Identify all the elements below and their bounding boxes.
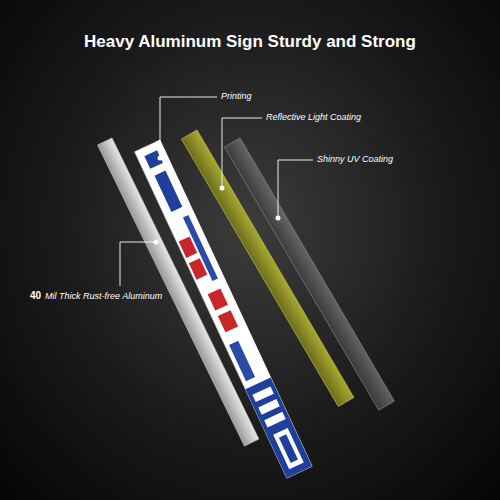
layer-label: Reflective Light Coating (266, 112, 361, 122)
uv-layer (224, 138, 394, 410)
diagram-title: Heavy Aluminum Sign Sturdy and Strong (84, 32, 416, 52)
layer-label: Shinny UV Coating (317, 154, 393, 164)
leader-dots (154, 156, 281, 245)
reflective-layer (181, 130, 353, 406)
thickness-number: 40 (30, 290, 41, 301)
layer-label: Mil Thick Rust-free Aluminum (45, 291, 162, 301)
layer-label: Printing (221, 91, 252, 101)
leader-lines (120, 97, 313, 286)
